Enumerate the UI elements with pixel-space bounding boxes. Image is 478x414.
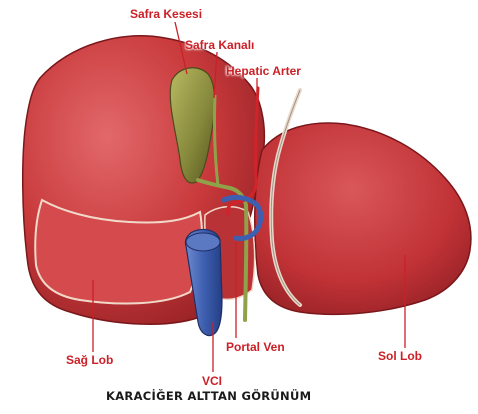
label-safra-kanali: Safra Kanalı — [185, 38, 254, 52]
diagram-caption: KARACİĞER ALTTAN GÖRÜNÜM — [106, 389, 311, 403]
left-lobe — [255, 123, 471, 314]
label-sag-lob: Sağ Lob — [66, 353, 113, 367]
label-vci: VCI — [202, 374, 222, 388]
label-safra-kesesi: Safra Kesesi — [130, 7, 202, 21]
label-hepatic-arter: Hepatic Arter — [226, 64, 301, 78]
label-portal-ven: Portal Ven — [226, 340, 285, 354]
label-sol-lob: Sol Lob — [378, 349, 422, 363]
